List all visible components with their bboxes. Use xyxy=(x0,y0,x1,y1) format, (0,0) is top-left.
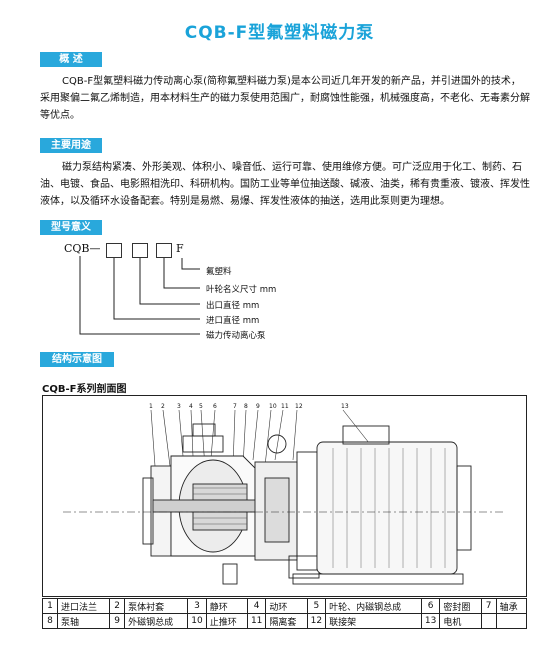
legend-num: 13 xyxy=(420,613,441,629)
model-box-impeller xyxy=(156,243,172,258)
callout-8: 8 xyxy=(244,403,248,410)
page-title: CQB-F型氟塑料磁力泵 xyxy=(184,23,375,43)
callout-5: 5 xyxy=(199,403,203,410)
callout-1: 1 xyxy=(149,403,153,410)
legend-num: 5 xyxy=(306,598,327,614)
legend-num: 1 xyxy=(42,598,58,614)
legend-num: 2 xyxy=(109,598,126,614)
legend-part: 外磁钢总成 xyxy=(124,613,189,629)
section-heading-usage: 主要用途 xyxy=(40,138,102,153)
model-label-impeller: 叶轮名义尺寸 mm xyxy=(206,285,277,295)
overview-text: CQB-F型氟塑料磁力传动离心泵(简称氟塑料磁力泵)是本公司近几年开发的新产品，… xyxy=(40,76,530,121)
model-prefix: CQB— xyxy=(64,242,101,255)
pump-drawing: 1 2 3 4 5 6 7 8 9 10 11 12 13 xyxy=(63,403,503,585)
section-heading-model: 型号意义 xyxy=(40,220,102,235)
legend-num: 4 xyxy=(246,598,267,614)
model-label-inlet: 进口直径 mm xyxy=(206,316,260,326)
legend-part: 密封圈 xyxy=(439,598,482,614)
legend-part: 静环 xyxy=(205,598,248,614)
section-heading-overview: 概 述 xyxy=(40,52,102,67)
figure-title: CQB-F系列剖面图 xyxy=(42,384,127,395)
usage-text: 磁力泵结构紧凑、外形美观、体积小、噪音低、运行可靠、使用维修方便。可广泛应用于化… xyxy=(40,162,530,207)
legend-part: 动环 xyxy=(265,598,308,614)
legend-part: 泵轴 xyxy=(56,613,111,629)
model-suffix: F xyxy=(176,242,184,255)
legend-row: 1 进口法兰 2 泵体衬套 3 静环 4 动环 5 叶轮、内磁钢总成 6 密封圈… xyxy=(42,598,528,614)
legend-num: 11 xyxy=(246,613,267,629)
callout-2: 2 xyxy=(161,403,165,410)
legend-row: 8 泵轴 9 外磁钢总成 10 止推环 11 隔离套 12 联接架 13 电机 xyxy=(42,613,528,629)
section-heading-structure: 结构示意图 xyxy=(40,352,114,367)
legend-part: 止推环 xyxy=(205,613,248,629)
legend-num: 6 xyxy=(420,598,441,614)
callout-3: 3 xyxy=(177,403,181,410)
legend-num: 7 xyxy=(480,598,497,614)
legend-part: 泵体衬套 xyxy=(124,598,189,614)
callout-11: 11 xyxy=(281,403,289,410)
callout-13: 13 xyxy=(341,403,349,410)
legend-num: 10 xyxy=(187,613,207,629)
legend-num: 12 xyxy=(306,613,327,629)
model-label-material: 氟塑料 xyxy=(206,267,232,277)
legend-part: 联接架 xyxy=(325,613,422,629)
callout-9: 9 xyxy=(256,403,260,410)
legend-part: 隔离套 xyxy=(265,613,308,629)
pump-cross-section: 1 2 3 4 5 6 7 8 9 10 11 12 13 xyxy=(42,395,527,597)
legend-num xyxy=(480,613,497,629)
callout-4: 4 xyxy=(189,403,193,410)
callout-6: 6 xyxy=(213,403,217,410)
legend-num: 9 xyxy=(109,613,126,629)
model-box-inlet xyxy=(106,243,122,258)
parts-legend-table: 1 进口法兰 2 泵体衬套 3 静环 4 动环 5 叶轮、内磁钢总成 6 密封圈… xyxy=(42,598,528,629)
callout-10: 10 xyxy=(269,403,277,410)
legend-part: 进口法兰 xyxy=(56,598,111,614)
callout-7: 7 xyxy=(233,403,237,410)
legend-num: 8 xyxy=(42,613,58,629)
model-box-outlet xyxy=(132,243,148,258)
legend-part: 叶轮、内磁钢总成 xyxy=(325,598,422,614)
model-label-outlet: 出口直径 mm xyxy=(206,301,260,311)
model-label-type: 磁力传动离心泵 xyxy=(206,331,266,341)
legend-num: 3 xyxy=(187,598,207,614)
legend-part: 轴承 xyxy=(495,598,528,614)
legend-part: 电机 xyxy=(439,613,482,629)
legend-part xyxy=(495,613,528,629)
callout-12: 12 xyxy=(295,403,303,410)
